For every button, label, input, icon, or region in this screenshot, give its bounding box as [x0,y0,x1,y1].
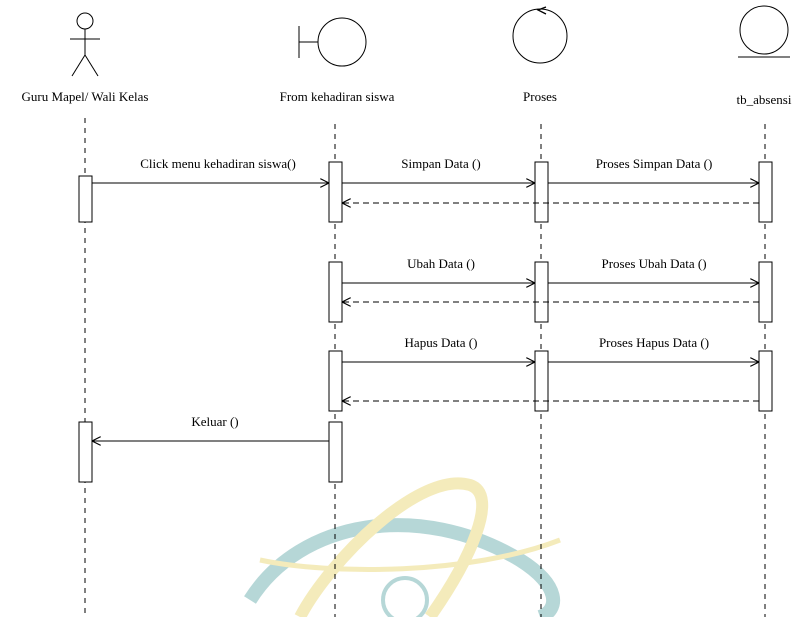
participant-label-entity: tb_absensi [737,92,792,107]
activation-entity-2 [758,261,773,323]
participant-label-actor: Guru Mapel/ Wali Kelas [22,89,149,104]
message-label-proses-hapus: Proses Hapus Data () [599,335,709,350]
message-label-click-menu: Click menu kehadiran siswa() [140,156,296,171]
control-icon [512,6,568,64]
message-label-hapus: Hapus Data () [405,335,478,350]
message-label-keluar: Keluar () [191,414,238,429]
activation-boundary-4 [328,421,343,483]
participant-label-boundary: From kehadiran siswa [280,89,395,104]
actor-icon [70,12,100,77]
activation-entity-1 [758,161,773,223]
activation-control-1 [534,161,549,223]
message-label-ubah: Ubah Data () [407,256,475,271]
message-label-simpan: Simpan Data () [401,156,480,171]
participant-label-control: Proses [523,89,557,104]
activation-entity-3 [758,350,773,412]
activation-actor-1 [78,175,93,223]
entity-icon [738,5,790,58]
message-label-proses-simpan: Proses Simpan Data () [596,156,713,171]
activation-boundary-2 [328,261,343,323]
activation-control-2 [534,261,549,323]
activation-control-3 [534,350,549,412]
boundary-icon [298,17,367,67]
message-label-proses-ubah: Proses Ubah Data () [601,256,706,271]
activation-boundary-3 [328,350,343,412]
watermark-logo [244,477,561,617]
activation-actor-2 [78,421,93,483]
activation-boundary-1 [328,161,343,223]
